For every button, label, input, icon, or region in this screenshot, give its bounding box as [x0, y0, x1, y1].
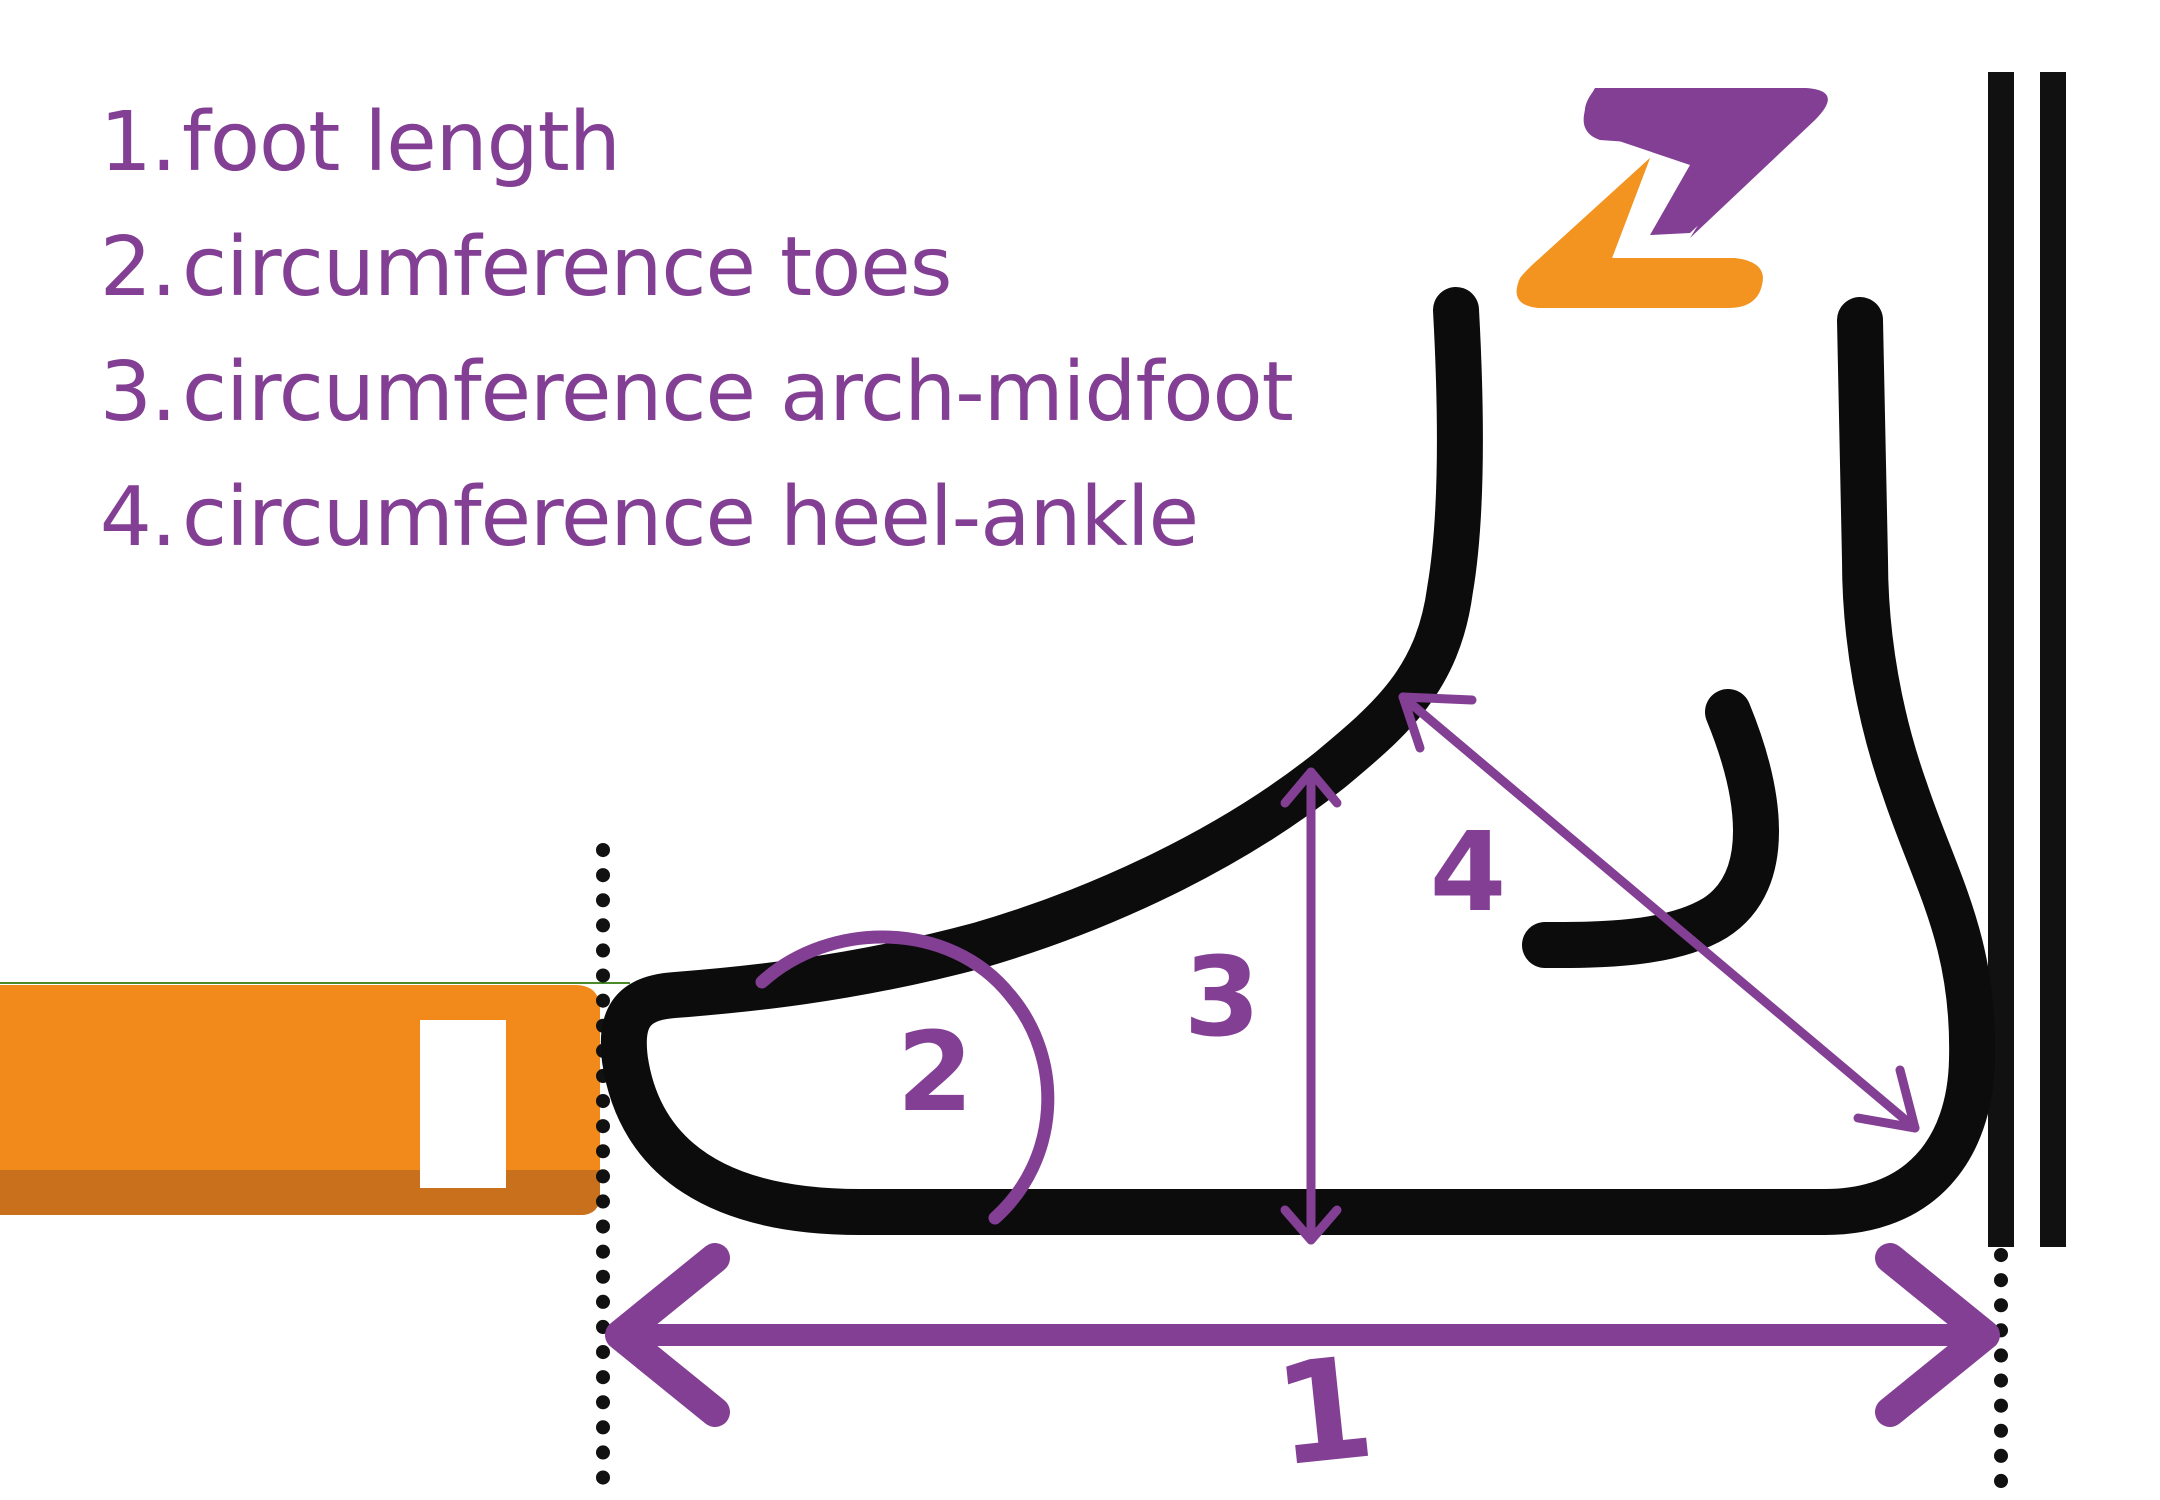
legend-text: circumference heel-ankle: [182, 470, 1199, 565]
legend-number: 1.: [99, 95, 177, 190]
toes-circumference-arc: [755, 930, 1055, 1225]
foot-length-arrow: [605, 1243, 2000, 1427]
arch-height-arrow: [1280, 767, 1342, 1245]
marker-1-label: 1: [1267, 1326, 1381, 1498]
marker-4-label: 4: [1430, 808, 1507, 936]
measurement-legend: 1. foot length 2. circumference toes 3. …: [90, 95, 1294, 595]
legend-number: 4.: [99, 470, 177, 565]
legend-item-circumference-arch: 3. circumference arch-midfoot: [90, 345, 1294, 470]
orange-block-icon: [0, 982, 630, 1215]
legend-item-circumference-heel: 4. circumference heel-ankle: [90, 470, 1293, 595]
legend-text: foot length: [182, 95, 621, 190]
legend-item-circumference-toes: 2. circumference toes: [90, 220, 1293, 345]
marker-3-label: 3: [1184, 933, 1261, 1061]
foot-outline: [600, 287, 1996, 1235]
wall-lines-icon: [1988, 72, 2066, 1247]
zz-logo-icon: [1516, 88, 1828, 308]
legend-text: circumference arch-midfoot: [182, 345, 1294, 440]
marker-2-label: 2: [897, 1008, 974, 1136]
heel-ankle-arrow: [1398, 692, 1920, 1133]
legend-number: 2.: [99, 220, 177, 315]
legend-text: circumference toes: [182, 220, 952, 315]
legend-item-foot-length: 1. foot length: [90, 95, 1293, 220]
legend-number: 3.: [99, 345, 177, 440]
